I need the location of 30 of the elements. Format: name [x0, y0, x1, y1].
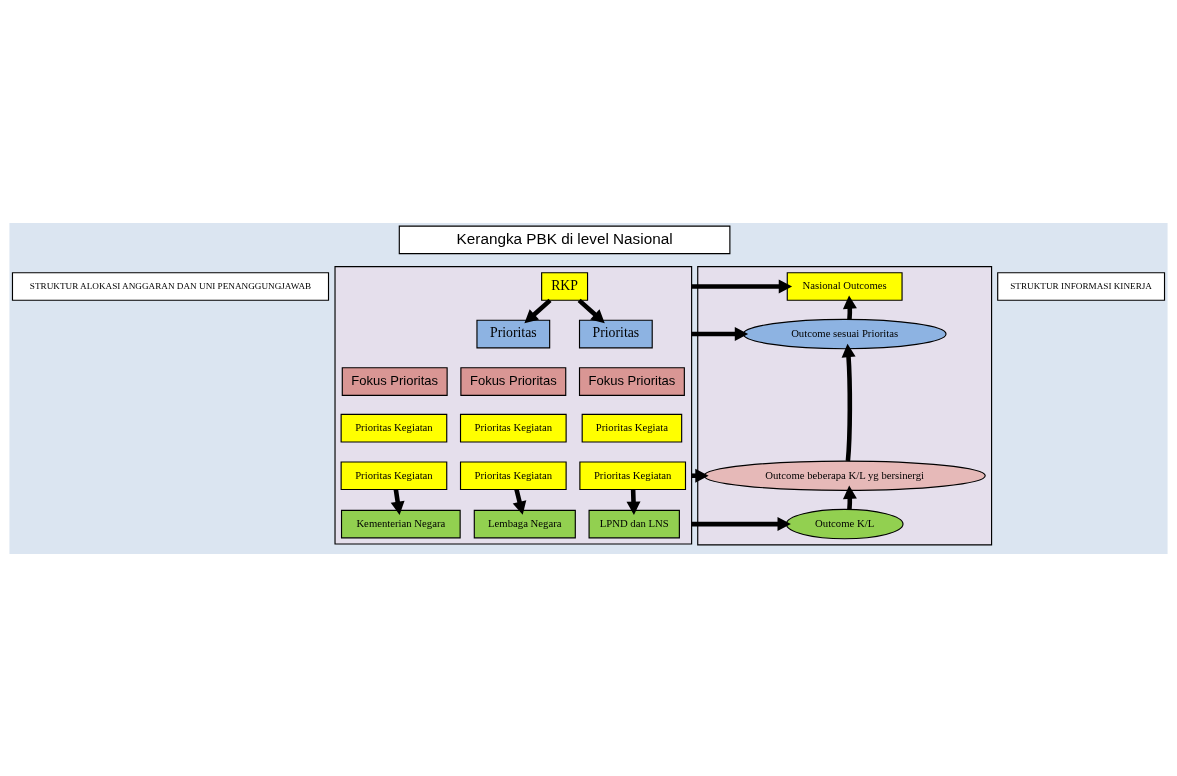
node-box: Fokus Prioritas: [341, 366, 448, 396]
node-box: Prioritas Kegiata: [581, 413, 683, 443]
cluster: [334, 265, 693, 545]
node-box: Prioritas: [476, 319, 551, 348]
node-box: Prioritas Kegiatan: [340, 460, 448, 490]
arrow: [524, 298, 552, 323]
node-box: Nasional Outcomes: [786, 271, 903, 301]
arrow: [691, 279, 793, 294]
arrow: [577, 298, 605, 323]
node-box: Lembaga Negara: [473, 509, 576, 538]
arrow: [691, 326, 749, 341]
node-box: RKP: [541, 271, 589, 301]
node-ellipse: Outcome sesuai Prioritas: [742, 318, 947, 349]
node-box: LPND dan LNS: [588, 509, 680, 538]
arrow: [626, 488, 641, 515]
node-box: Prioritas: [578, 319, 653, 348]
node-box: STRUKTUR INFORMASI KINERJA: [997, 271, 1166, 301]
node-box: Fokus Prioritas: [578, 366, 685, 396]
node-box: Prioritas Kegiatan: [579, 460, 687, 490]
node-ellipse: Outcome beberapa K/L yg bersinergi: [703, 460, 986, 491]
node-box: STRUKTUR ALOKASI ANGGARAN DAN UNI PENANGGUNGJAWAB: [11, 271, 330, 301]
node-box: Prioritas Kegiatan: [340, 413, 448, 443]
arrow: [841, 343, 856, 461]
node-box: Prioritas Kegiatan: [459, 460, 567, 490]
node-box: Kerangka PBK di level Nasional: [398, 225, 731, 254]
node-box: Fokus Prioritas: [460, 366, 567, 396]
node-ellipse: Outcome K/L: [785, 508, 904, 539]
node-box: Kementerian Negara: [340, 509, 461, 538]
arrow: [691, 516, 791, 531]
node-box: Prioritas Kegiatan: [459, 413, 567, 443]
